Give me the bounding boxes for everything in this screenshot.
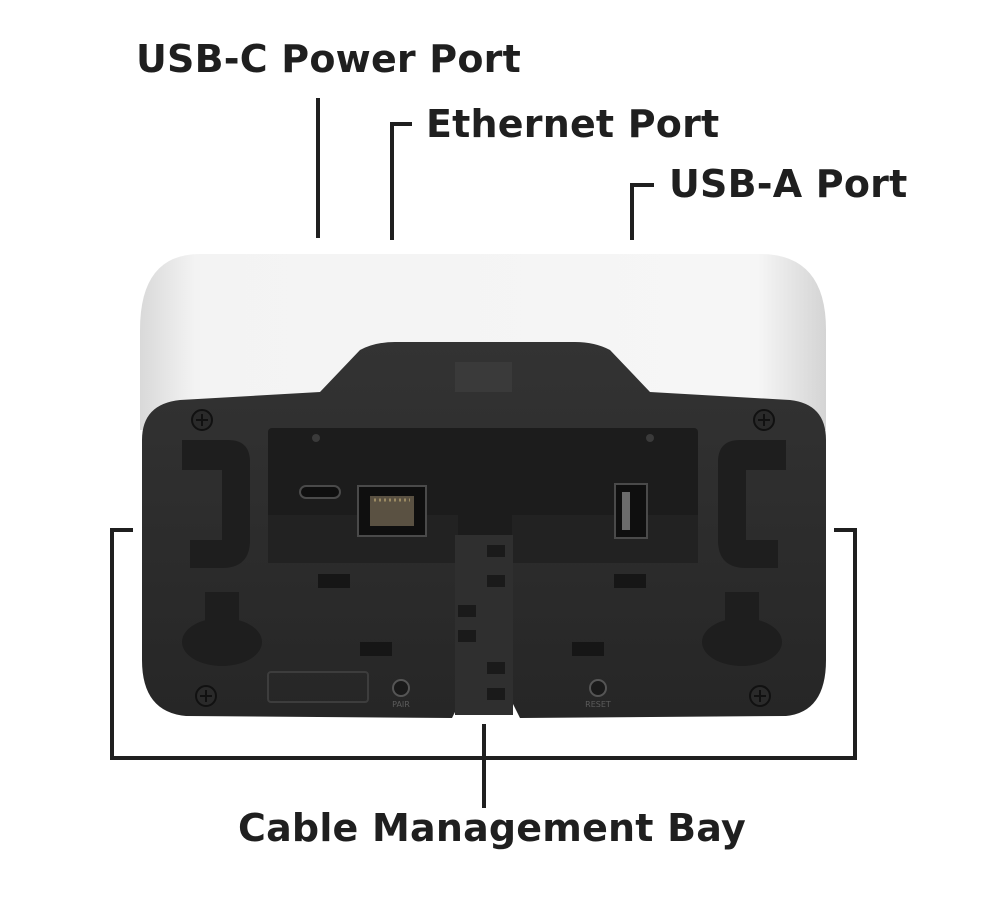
usb-a-leader-line xyxy=(630,183,654,240)
pair-button-icon xyxy=(392,679,410,697)
port-recess-lower-right xyxy=(512,515,698,563)
screw-icon xyxy=(749,685,771,707)
usb-c-port-icon xyxy=(299,485,341,499)
pair-marking: PAIR xyxy=(392,700,410,709)
left-keyhole-mount xyxy=(182,592,262,666)
screw-icon xyxy=(191,409,213,431)
channel-notches xyxy=(458,545,505,700)
ethernet-port-label: Ethernet Port xyxy=(426,102,720,146)
ethernet-port-icon xyxy=(357,485,427,537)
usb-c-port-label: USB-C Power Port xyxy=(136,37,521,81)
reset-marking: RESET xyxy=(585,700,611,709)
usb-a-port-label: USB-A Port xyxy=(669,162,908,206)
cable-channel xyxy=(455,535,513,715)
screw-icon xyxy=(753,409,775,431)
right-keyhole-mount xyxy=(702,592,782,666)
screw-icons xyxy=(191,409,775,707)
cable-bay-label: Cable Management Bay xyxy=(238,806,746,850)
screw-icon xyxy=(195,685,217,707)
left-cable-hook xyxy=(182,440,250,568)
right-cable-hook xyxy=(718,440,786,568)
label-plate xyxy=(267,671,369,703)
screw-icon xyxy=(312,434,320,442)
top-ridge xyxy=(455,362,512,392)
reset-button-icon xyxy=(589,679,607,697)
vent-slots xyxy=(318,574,646,656)
ethernet-leader-line xyxy=(390,122,412,240)
screw-icon xyxy=(646,434,654,442)
usb-a-port-icon xyxy=(614,483,648,539)
